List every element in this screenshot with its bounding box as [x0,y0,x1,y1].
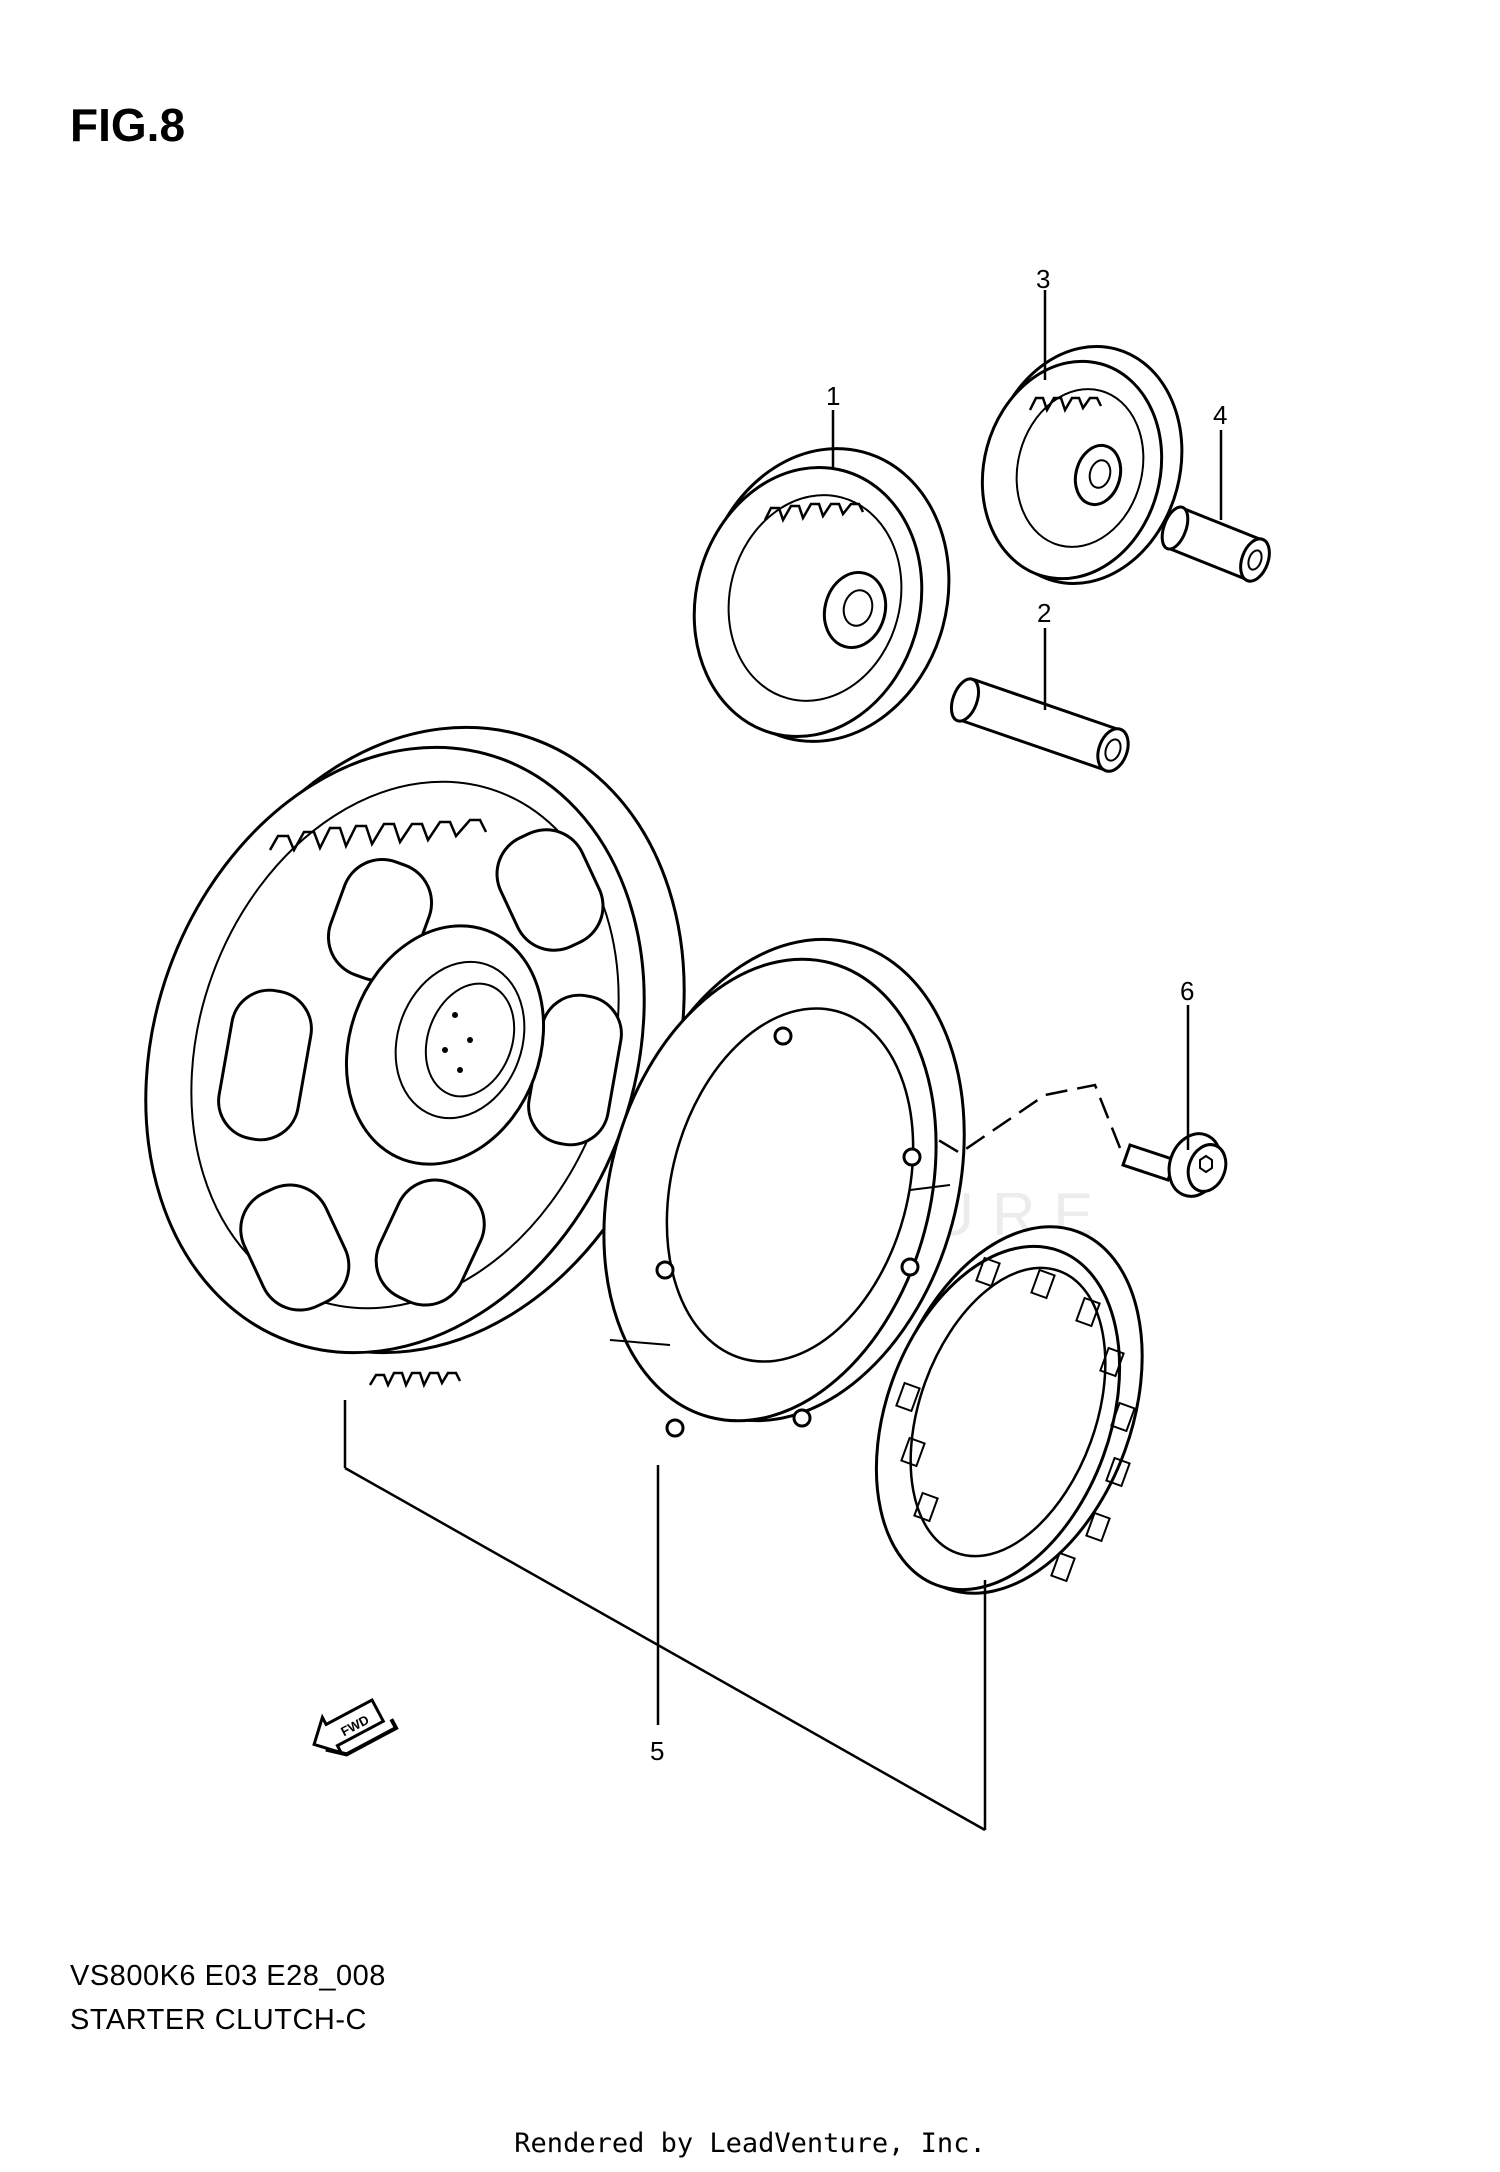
bolt-6[interactable] [1121,1126,1232,1203]
callout-1[interactable]: 1 [826,381,840,411]
starter-clutch-housing-5[interactable] [555,900,1016,1460]
part-name: STARTER CLUTCH-C [70,2004,367,2036]
idle-gear-1[interactable] [665,420,982,769]
starter-driven-gear[interactable] [63,654,769,1426]
callout-6[interactable]: 6 [1180,976,1194,1006]
figure-title: FIG.8 [70,99,186,151]
model-code: VS800K6 E03 E28_008 [70,1960,386,1992]
leader-lines [343,290,1223,1832]
idle-gear-shaft-2[interactable] [946,675,1133,775]
callout-3[interactable]: 3 [1036,264,1050,294]
callout-2[interactable]: 2 [1037,598,1051,628]
one-way-clutch[interactable] [832,1190,1190,1629]
footer-credit: Rendered by LeadVenture, Inc. [514,2128,986,2159]
idle-gear-3[interactable] [959,325,1208,606]
fwd-arrow-icon: FWD [312,1698,399,1757]
callout-numbers: 1 2 3 4 5 6 [650,264,1227,1766]
idle-gear-shaft-4[interactable] [1157,504,1275,586]
callout-4[interactable]: 4 [1213,400,1227,430]
callout-5[interactable]: 5 [650,1736,664,1766]
